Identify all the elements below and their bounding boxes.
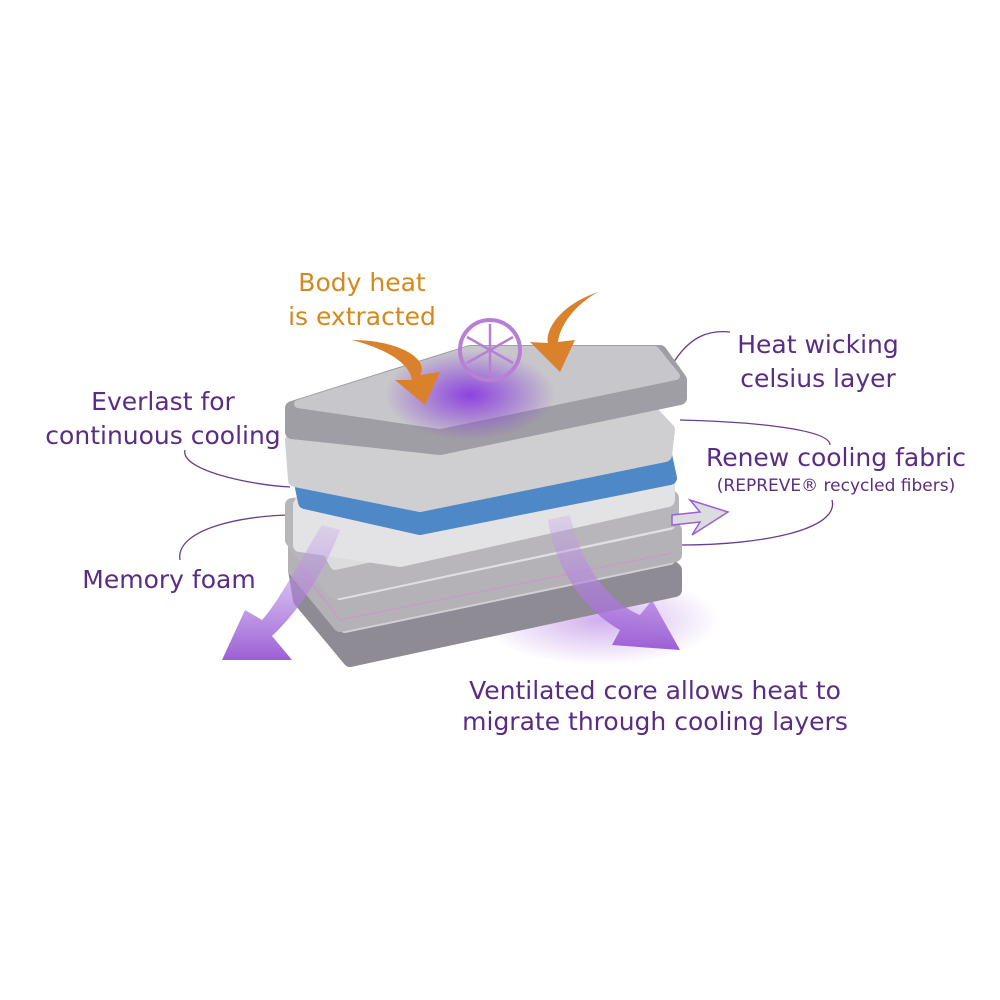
heat-in-arrow-icon (352, 340, 440, 405)
airflow-out-arrow-icon (548, 515, 680, 650)
label-line: Ventilated core allows heat to (469, 676, 841, 705)
label-line: continuous cooling (45, 421, 281, 450)
snowflake-badge-icon (458, 318, 522, 382)
label-line: Everlast for (91, 387, 235, 416)
label-line: Body heat (298, 268, 426, 297)
leader-lines (179, 330, 834, 561)
heat-in-arrow-icon (530, 292, 598, 372)
label-line: celsius layer (740, 364, 896, 393)
label-everlast: Everlast for continuous cooling (45, 385, 280, 453)
label-line: Heat wicking (737, 330, 899, 359)
label-body-heat: Body heat is extracted (288, 266, 436, 334)
label-line: migrate through cooling layers (462, 707, 848, 736)
label-renew: Renew cooling fabric (REPREVE® recycled … (706, 441, 966, 497)
label-ventilated-core: Ventilated core allows heat to migrate t… (462, 675, 848, 737)
label-line-small: (REPREVE® recycled fibers) (716, 476, 956, 496)
label-heat-wicking: Heat wicking celsius layer (737, 328, 899, 396)
airflow-out-arrow-icon (222, 525, 340, 660)
label-memory-foam: Memory foam (82, 565, 256, 594)
label-line: Renew cooling fabric (705, 443, 967, 472)
label-line: is extracted (288, 302, 436, 331)
airflow-out-arrow-icon (671, 498, 730, 536)
